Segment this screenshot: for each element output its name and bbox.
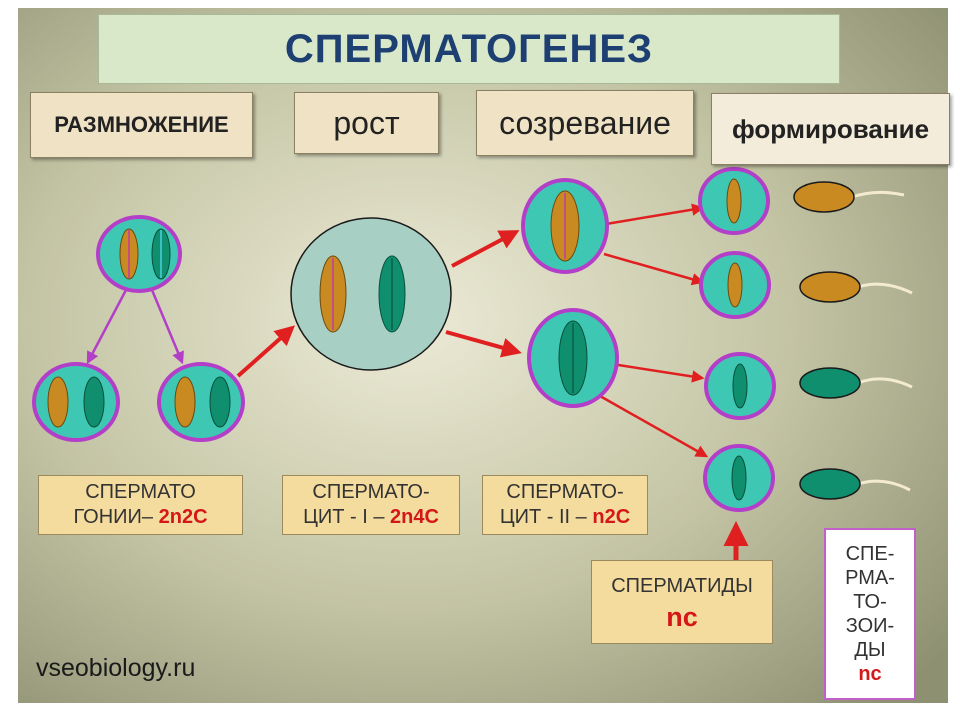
arrow-to-cyte1 xyxy=(236,325,295,378)
arrow-to-tid-4 xyxy=(599,394,709,458)
label-spermatids-formula: nc xyxy=(666,602,698,632)
label-spermatocyte-2-text: ЦИТ - II – xyxy=(499,506,593,528)
label-spermatocyte-2: СПЕРМАТО- ЦИТ - II – n2C xyxy=(482,475,648,535)
spermatogonium-right xyxy=(157,362,245,442)
label-spermatocyte-1-formula: 2n4C xyxy=(390,506,439,528)
label-spermatocyte-2-line1: СПЕРМАТО- xyxy=(506,481,624,503)
spermatocyte-first-order xyxy=(290,217,452,371)
arrow-to-tid-1 xyxy=(605,203,705,226)
spermatid-3 xyxy=(704,352,776,420)
arrow-gonia-right xyxy=(150,289,184,365)
arrow-to-cyte2-bottom xyxy=(445,330,522,358)
label-spermatocyte-1: СПЕРМАТО- ЦИТ - I – 2n4C xyxy=(282,475,460,535)
spermatogonium-parent xyxy=(96,215,182,293)
spermatid-1 xyxy=(698,167,770,235)
website-watermark: vseobiology.ru xyxy=(36,654,196,682)
stage-maturation: созревание xyxy=(476,90,694,156)
spermatid-2 xyxy=(699,251,771,319)
spermatocyte-second-order-top xyxy=(521,178,609,274)
arrow-to-cyte2-top xyxy=(451,230,520,268)
arrow-to-tid-2 xyxy=(603,252,705,286)
diagram-title: СПЕРМАТОГЕНЕЗ xyxy=(98,14,840,84)
spermatocyte-second-order-bottom xyxy=(527,308,619,408)
label-spermatocyte-1-line2: ЦИТ - I – 2n4C xyxy=(303,505,439,530)
spermatozoon-2 xyxy=(799,271,913,303)
label-spermatocyte-2-formula: n2C xyxy=(592,506,631,528)
arrow-to-tid-3 xyxy=(611,362,705,383)
stage-growth: рост xyxy=(294,92,439,154)
label-spermatozoa: СПЕ- РМА- ТО- ЗОИ- ДЫ nc xyxy=(824,528,916,700)
stage-formation: формирование xyxy=(711,93,950,165)
label-spermatogonia-formula: 2n2C xyxy=(158,506,208,528)
label-spermatocyte-1-line1: СПЕРМАТО- xyxy=(312,481,430,503)
label-spermatogonia-line2: ГОНИИ– 2n2C xyxy=(73,505,207,530)
label-spermatozoa-part1: СПЕ- xyxy=(845,543,895,565)
label-spermatocyte-1-text: ЦИТ - I – xyxy=(303,506,391,528)
label-spermatozoa-formula: nc xyxy=(858,663,882,685)
label-spermatozoa-part4: ЗОИ- xyxy=(845,615,895,637)
label-spermatozoa-part3: ТО- xyxy=(853,591,887,613)
label-spermatocyte-2-line2: ЦИТ - II – n2C xyxy=(500,505,630,530)
label-spermatogonia: СПЕРМАТО ГОНИИ– 2n2C xyxy=(38,475,243,535)
spermatozoon-1 xyxy=(793,181,905,213)
label-spermatozoa-part5: ДЫ xyxy=(854,639,886,661)
label-spermatozoa-part2: РМА- xyxy=(845,567,895,589)
label-spermatogonia-line1: СПЕРМАТО xyxy=(85,481,196,503)
label-spermatids: СПЕРМАТИДЫ nc xyxy=(591,560,773,644)
spermatozoon-4 xyxy=(799,468,911,500)
arrow-gonia-left xyxy=(86,289,128,365)
stage-reproduction: РАЗМНОЖЕНИЕ xyxy=(30,92,253,158)
spermatogonium-left xyxy=(32,362,120,442)
spermatid-4 xyxy=(703,444,775,512)
label-spermatogonia-text: ГОНИИ– xyxy=(73,506,159,528)
label-spermatids-name: СПЕРМАТИДЫ xyxy=(611,575,753,597)
spermatozoon-3 xyxy=(799,367,913,399)
